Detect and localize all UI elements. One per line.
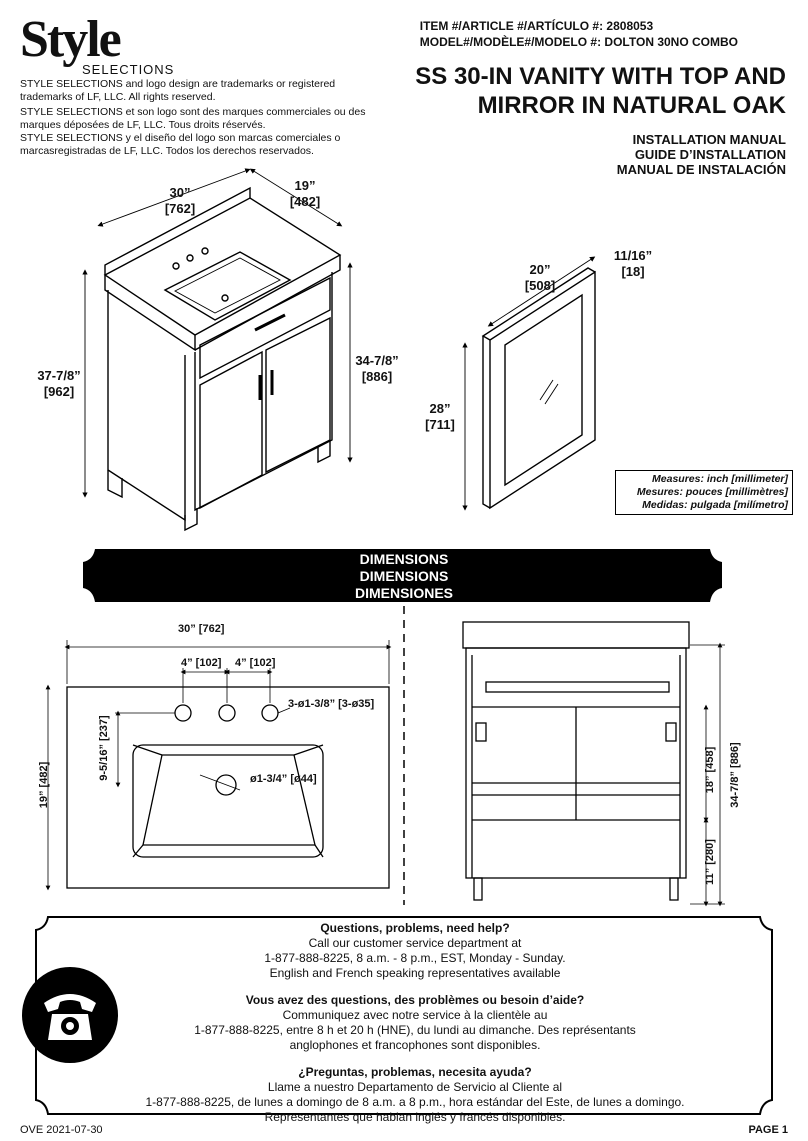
vanity-total-height-label: 37-7/8” [962]: [34, 368, 84, 400]
measures-note-en: Measures: inch [millimeter]: [652, 473, 788, 485]
help-box-frame: [35, 916, 773, 1115]
front-toe-height-label: 11” [280]: [704, 839, 716, 885]
dimensions-banner-text: DIMENSIONS DIMENSIONS DIMENSIONES: [0, 551, 808, 602]
top-holes-diameter: 3-ø1-3/8” [3-ø35]: [288, 698, 375, 710]
vanity-dimension-lines: [82, 168, 353, 498]
top-view-dimension-lines: [45, 640, 392, 891]
vanity-width-inch: 30”: [169, 185, 191, 200]
vanity-cabinet-height-inch: 34-7/8”: [355, 353, 399, 368]
help-heading-es: ¿Preguntas, problemas, necesita ayuda?: [298, 1065, 532, 1079]
product-title-line-1: SS 30-IN VANITY WITH TOP AND: [415, 63, 786, 90]
mirror-thickness-inch: 11/16”: [613, 248, 653, 263]
top-width-label: 30” [762]: [178, 623, 225, 635]
help-section: Questions, problems, need help? Call our…: [50, 921, 780, 1125]
product-title-line-2: MIRROR IN NATURAL OAK: [477, 92, 786, 119]
help-fr-line-3: anglophones et francophones sont disponi…: [289, 1038, 541, 1052]
help-heading-fr: Vous avez des questions, des problèmes o…: [245, 993, 585, 1007]
help-es-line-2: 1-877-888-8225, de lunes a domingo de 8 …: [145, 1095, 685, 1109]
vanity-cabinet-height-mm: [886]: [361, 369, 393, 384]
top-view-drawing: [66, 686, 390, 889]
measures-note-fr: Mesures: pouces [millimètres]: [636, 486, 788, 498]
help-es-line-1: Llame a nuestro Departamento de Servicio…: [267, 1080, 563, 1094]
vanity-depth-label: 19” [482]: [280, 178, 330, 210]
banner-es: DIMENSIONES: [354, 585, 453, 601]
vanity-width-label: 30” [762]: [150, 185, 210, 217]
measures-note-es: Medidas: pulgada [milímetro]: [642, 499, 788, 511]
hole-to-drain-label: 9-5/16” [237]: [98, 715, 110, 781]
top-hole-spacing-left: 4” [102]: [181, 657, 222, 669]
top-hole-spacing-right: 4” [102]: [235, 657, 276, 669]
vanity-width-mm: [762]: [164, 201, 196, 216]
vanity-depth-mm: [482]: [289, 194, 321, 209]
manual-title-en: INSTALLATION MANUAL: [632, 132, 786, 147]
help-fr-line-1: Communiquez avec notre service à la clie…: [282, 1008, 548, 1022]
trademark-english: STYLE SELECTIONS and logo design are tra…: [20, 78, 336, 103]
help-heading-en: Questions, problems, need help?: [320, 921, 510, 935]
vanity-depth-inch: 19”: [294, 178, 316, 193]
vanity-isometric-drawing: [103, 186, 342, 532]
mirror-height-mm: [711]: [425, 417, 455, 432]
mirror-thickness-mm: [18]: [621, 264, 645, 279]
manual-title-es: MANUAL DE INSTALACIÓN: [616, 162, 786, 177]
help-fr-line-2: 1-877-888-8225, entre 8 h et 20 h (HNE),…: [194, 1023, 636, 1037]
trademark-spanish: STYLE SELECTIONS y el diseño del logo so…: [20, 132, 341, 157]
mirror-height-label: 28” [711]: [418, 401, 462, 433]
page-number: PAGE 1: [748, 1124, 788, 1136]
measures-note: Measures: inch [millimeter] Mesures: pou…: [615, 470, 793, 515]
help-en-line-3: English and French speaking representati…: [269, 966, 561, 980]
front-view-dimension-lines: [690, 642, 725, 907]
drain-diameter: ø1-3/4” [ø44]: [250, 773, 317, 785]
help-es-line-3: Representantes que hablan inglés y franc…: [264, 1110, 566, 1124]
front-inner-height-label: 18” [458]: [704, 746, 716, 794]
trademark-french: STYLE SELECTIONS et son logo sont des ma…: [20, 106, 366, 131]
banner-fr: DIMENSIONS: [359, 568, 449, 584]
mirror-width-mm: [508]: [524, 278, 556, 293]
front-total-height-label: 34-7/8” [886]: [729, 742, 741, 808]
top-depth-label: 19” [482]: [38, 761, 50, 809]
document-code: OVE 2021-07-30: [20, 1124, 103, 1136]
mirror-width-inch: 20”: [529, 262, 551, 277]
brand-logo: Style: [20, 11, 122, 68]
manual-title: INSTALLATION MANUAL GUIDE D’INSTALLATION…: [617, 132, 786, 177]
mirror-dimension-lines: [462, 256, 596, 511]
mirror-drawing: [481, 267, 596, 510]
mirror-height-inch: 28”: [429, 401, 451, 416]
brand-logo-subtitle: SELECTIONS: [82, 62, 175, 77]
manual-title-fr: GUIDE D’INSTALLATION: [634, 147, 786, 162]
model-number: MODEL#/MODÈLE#/MODELO #: DOLTON 30NO COM…: [419, 35, 738, 49]
mirror-width-label: 20” [508]: [518, 262, 562, 294]
vanity-total-height-mm: [962]: [43, 384, 75, 399]
help-en-line-2: 1-877-888-8225, 8 a.m. - 8 p.m., EST, Mo…: [264, 951, 566, 965]
dimensions-banner: [83, 549, 722, 602]
telephone-icon: [22, 967, 118, 1063]
front-view-drawing: [462, 621, 690, 901]
vanity-cabinet-height-label: 34-7/8” [886]: [352, 353, 402, 385]
help-en-line-1: Call our customer service department at: [308, 936, 522, 950]
banner-en: DIMENSIONS: [359, 551, 449, 567]
mirror-thickness-label: 11/16” [18]: [605, 248, 661, 280]
item-number: ITEM #/ARTICLE #/ARTÍCULO #: 2808053: [419, 19, 654, 33]
vanity-total-height-inch: 37-7/8”: [37, 368, 81, 383]
product-title: SS 30-IN VANITY WITH TOP AND MIRROR IN N…: [366, 62, 786, 120]
item-number-block: ITEM #/ARTICLE #/ARTÍCULO #: 2808053 MOD…: [420, 18, 738, 50]
